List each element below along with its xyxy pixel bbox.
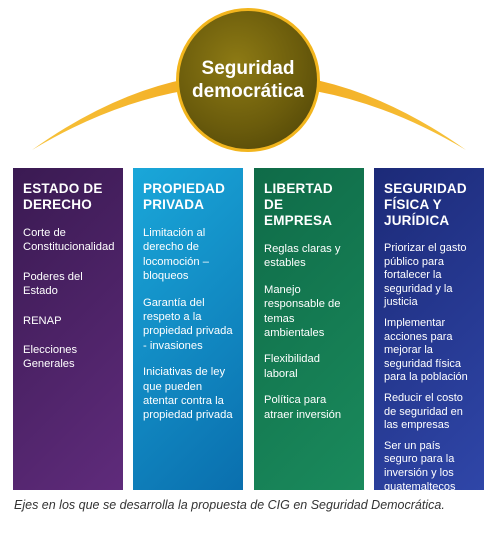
list-item: Flexibilidad laboral [264, 353, 320, 380]
figure-caption: Ejes en los que se desarrolla la propues… [14, 498, 445, 512]
title-line: PRIVADA [143, 197, 205, 212]
list-item: Ser un país seguro para la inversión y l… [384, 439, 456, 493]
column-title: ESTADO DE DERECHO [23, 181, 113, 213]
title-line: DERECHO [23, 197, 92, 212]
column-title: LIBERTAD DE EMPRESA [264, 181, 354, 229]
title-line: FÍSICA Y [384, 197, 442, 212]
list-item: Poderes del Estado [23, 270, 83, 298]
list-item: Implementar acciones para mejorar la seg… [384, 316, 468, 384]
central-hub: Seguridad democrática [176, 8, 320, 152]
column-libertad-de-empresa: LIBERTAD DE EMPRESA Reglas claras y esta… [254, 168, 364, 490]
list-item: Política para atraer inversión [264, 394, 342, 421]
list-item: Limitación al derecho de locomoción – bl… [143, 227, 209, 283]
title-line: EMPRESA [264, 213, 333, 228]
list-item: Garantía del respeto a la propiedad priv… [143, 296, 233, 352]
hub-title-line1: Seguridad [201, 58, 295, 79]
title-line: JURÍDICA [384, 213, 450, 228]
title-line: ESTADO DE [23, 181, 103, 196]
title-line: LIBERTAD DE [264, 181, 333, 212]
column-title: SEGURIDAD FÍSICA Y JURÍDICA [384, 181, 474, 229]
list-item: Corte de Constitucionalidad [23, 227, 115, 254]
list-item: Reducir el costo de seguridad en las emp… [384, 391, 463, 432]
title-line: SEGURIDAD [384, 181, 467, 196]
connector-arc [32, 72, 466, 150]
hub-title: Seguridad democrática [188, 57, 308, 103]
title-line: PROPIEDAD [143, 181, 226, 196]
column-estado-de-derecho: ESTADO DE DERECHO Corte de Constituciona… [13, 168, 123, 490]
list-item: RENAP [23, 314, 62, 327]
list-item: Manejo responsable de temas ambientales [264, 283, 341, 340]
hub-title-line2: democrática [192, 81, 304, 102]
column-seguridad-fisica-y-juridica: SEGURIDAD FÍSICA Y JURÍDICA Priorizar el… [374, 168, 484, 493]
list-item: Elecciones Generales [23, 344, 78, 371]
column-propiedad-privada: PROPIEDAD PRIVADA Limitación al derecho … [133, 168, 243, 490]
list-item: Priorizar el gasto público para fortalec… [384, 242, 467, 309]
list-item: Reglas claras y estables [264, 243, 341, 270]
column-title: PROPIEDAD PRIVADA [143, 181, 233, 213]
list-item: Iniciativas de ley que pueden atentar co… [143, 366, 233, 422]
